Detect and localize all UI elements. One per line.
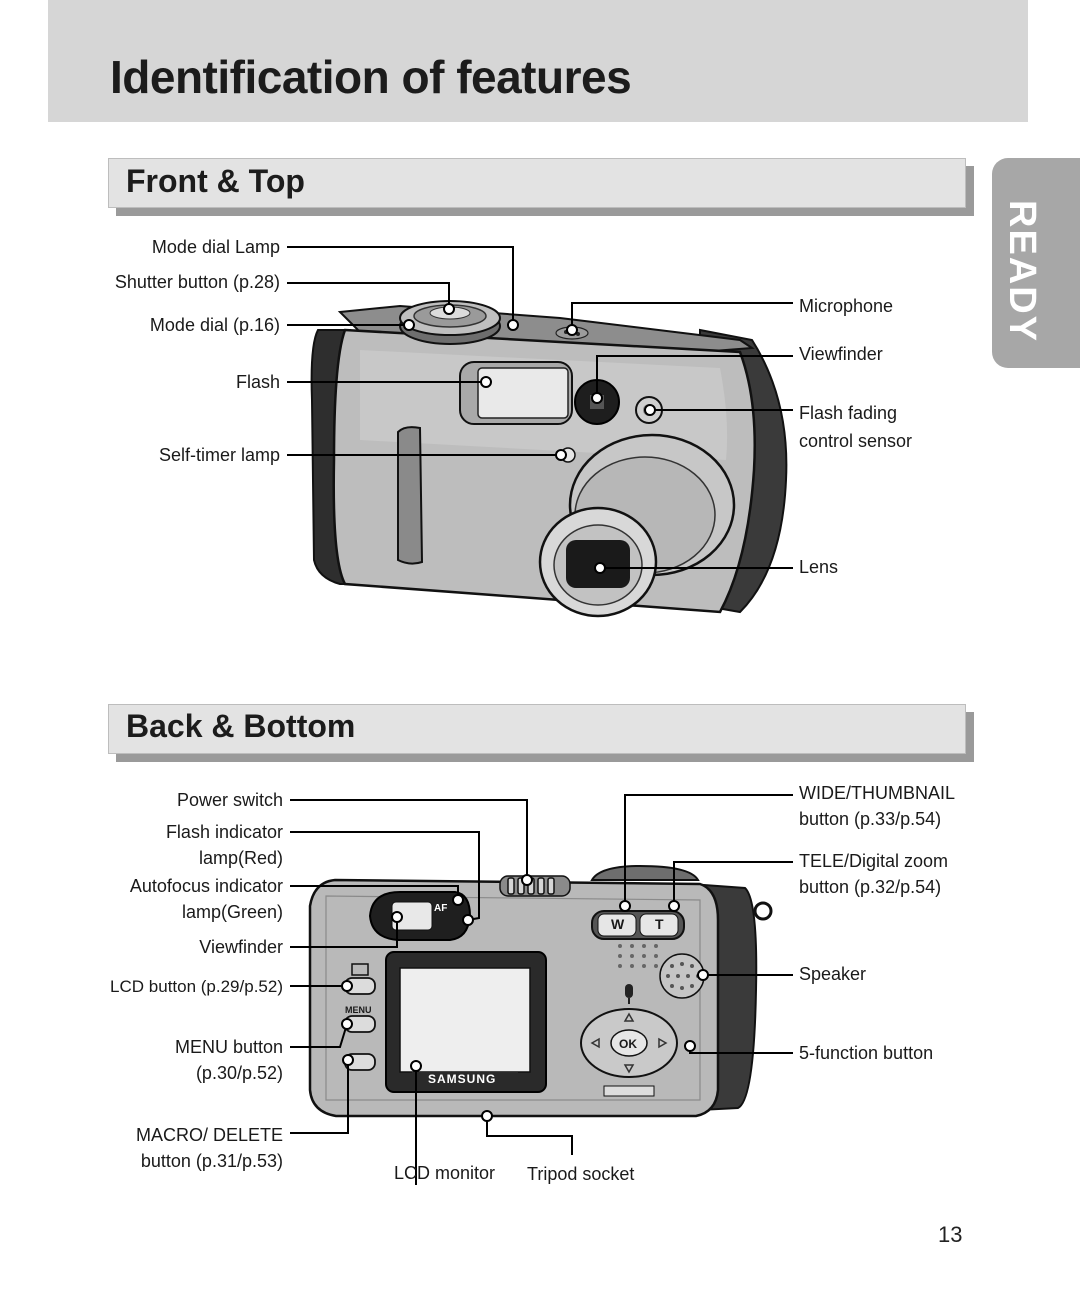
label-flash-indicator-line2: lamp(Red) — [198, 848, 283, 868]
ready-side-tab-label: READY — [1001, 200, 1043, 344]
label-menu-button-line2: (p.30/p.52) — [195, 1063, 283, 1083]
label-tele-zoom-line2: button (p.32/p.54) — [799, 877, 942, 897]
label-macro-delete-line2: button (p.31/p.53) — [140, 1151, 283, 1171]
label-lcd-monitor: LCD monitor — [394, 1163, 496, 1183]
label-af-indicator-line1: Autofocus indicator — [129, 876, 283, 896]
label-af-indicator-line2: lamp(Green) — [181, 902, 283, 922]
wide-button-label: W — [611, 916, 625, 932]
label-lcd-button: LCD button (p.29/p.52) — [110, 977, 283, 996]
label-flash: Flash — [235, 372, 280, 392]
label-wide-thumbnail-line1: WIDE/THUMBNAIL — [799, 783, 956, 803]
label-tripod-socket: Tripod socket — [527, 1164, 635, 1184]
camera-brand-plate: SAMSUNG — [428, 1072, 497, 1086]
label-microphone: Microphone — [799, 296, 894, 316]
label-speaker: Speaker — [799, 964, 867, 984]
tele-button-label: T — [655, 916, 664, 932]
back-bottom-heading-bar — [108, 704, 966, 754]
label-tele-zoom-line1: TELE/Digital zoom — [799, 851, 949, 871]
af-indicator-label: AF — [434, 903, 448, 914]
label-flash-fading-sensor-line1: Flash fading — [799, 403, 898, 423]
label-five-function-button: 5-function button — [799, 1043, 934, 1063]
back-bottom-heading: Back & Bottom — [126, 708, 356, 744]
page-number: 13 — [938, 1222, 963, 1247]
label-mode-dial: Mode dial (p.16) — [149, 315, 280, 335]
front-top-heading-bar — [108, 158, 966, 208]
label-macro-delete-line1: MACRO/ DELETE — [135, 1125, 283, 1145]
menu-button-marking: MENU — [345, 1005, 372, 1015]
back-camera-illustration — [290, 794, 793, 1185]
label-self-timer-lamp: Self-timer lamp — [158, 445, 280, 465]
front-top-heading: Front & Top — [126, 163, 305, 199]
label-viewfinder: Viewfinder — [799, 344, 883, 364]
label-menu-button-line1: MENU button — [174, 1037, 283, 1057]
label-flash-fading-sensor-line2: control sensor — [799, 431, 913, 451]
header-band — [48, 0, 1028, 122]
label-mode-dial-lamp: Mode dial Lamp — [151, 237, 280, 257]
label-viewfinder-back: Viewfinder — [199, 937, 283, 957]
label-power-switch: Power switch — [176, 790, 283, 810]
ok-button-label: OK — [619, 1037, 637, 1051]
ready-side-tab — [992, 158, 1080, 368]
label-flash-indicator-line1: Flash indicator — [165, 822, 283, 842]
label-wide-thumbnail-line2: button (p.33/p.54) — [799, 809, 942, 829]
front-camera-illustration — [287, 246, 793, 618]
label-shutter-button: Shutter button (p.28) — [114, 272, 280, 292]
label-lens: Lens — [799, 557, 839, 577]
page-title: Identification of features — [110, 51, 632, 103]
